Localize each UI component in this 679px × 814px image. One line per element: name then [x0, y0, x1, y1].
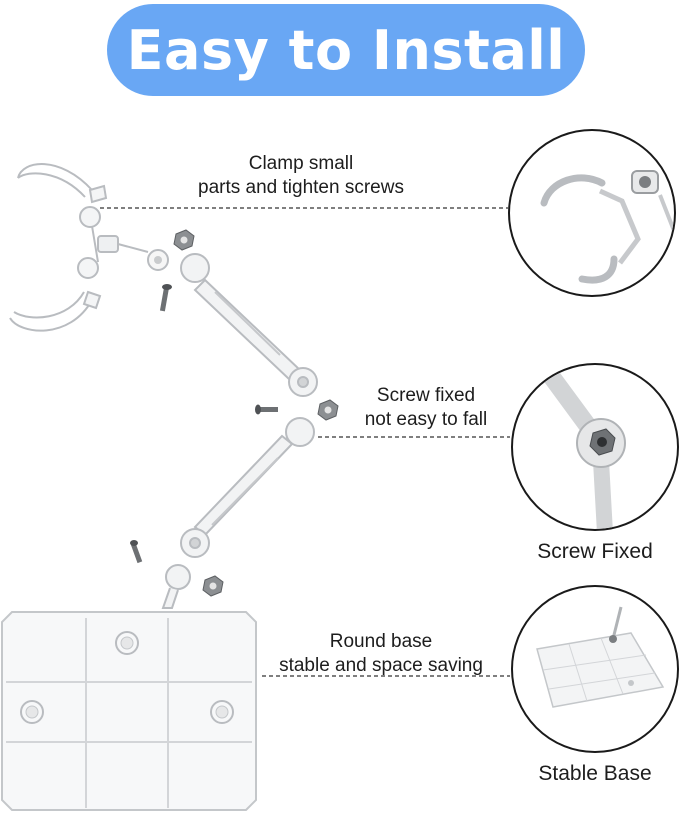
upper-arm — [180, 253, 318, 397]
title-banner: Easy to Install — [107, 4, 585, 96]
base-plate — [1, 611, 257, 811]
lower-hardware — [130, 540, 224, 609]
clamp-detail-circle — [508, 129, 676, 297]
clamp-caption: Clamp small parts and tighten screws — [176, 152, 426, 200]
base-closeup — [536, 606, 665, 708]
screw-caption-line-1: Screw fixed — [376, 385, 476, 406]
clamp-part — [9, 163, 149, 332]
stable-base-label: Stable Base — [538, 762, 652, 785]
middle-hardware — [255, 399, 339, 421]
base-caption: Round base stable and space saving — [256, 630, 506, 678]
base-detail-circle — [511, 585, 679, 753]
clamp-hardware — [147, 229, 195, 312]
base-caption-line-1: Round base — [329, 631, 433, 652]
clamp-caption-line-1: Clamp small — [248, 153, 354, 174]
base-caption-line-2: stable and space saving — [279, 655, 483, 676]
screw-fixed-label: Screw Fixed — [537, 540, 653, 563]
screw-detail-circle — [511, 363, 679, 531]
screw-caption: Screw fixed not easy to fall — [336, 384, 516, 432]
screw-closeup — [534, 365, 626, 529]
banner-title: Easy to Install — [126, 18, 566, 82]
clamp-closeup — [540, 170, 674, 284]
screw-caption-line-2: not easy to fall — [364, 409, 488, 430]
clamp-caption-line-2: parts and tighten screws — [198, 177, 404, 198]
lower-arm — [180, 417, 315, 558]
